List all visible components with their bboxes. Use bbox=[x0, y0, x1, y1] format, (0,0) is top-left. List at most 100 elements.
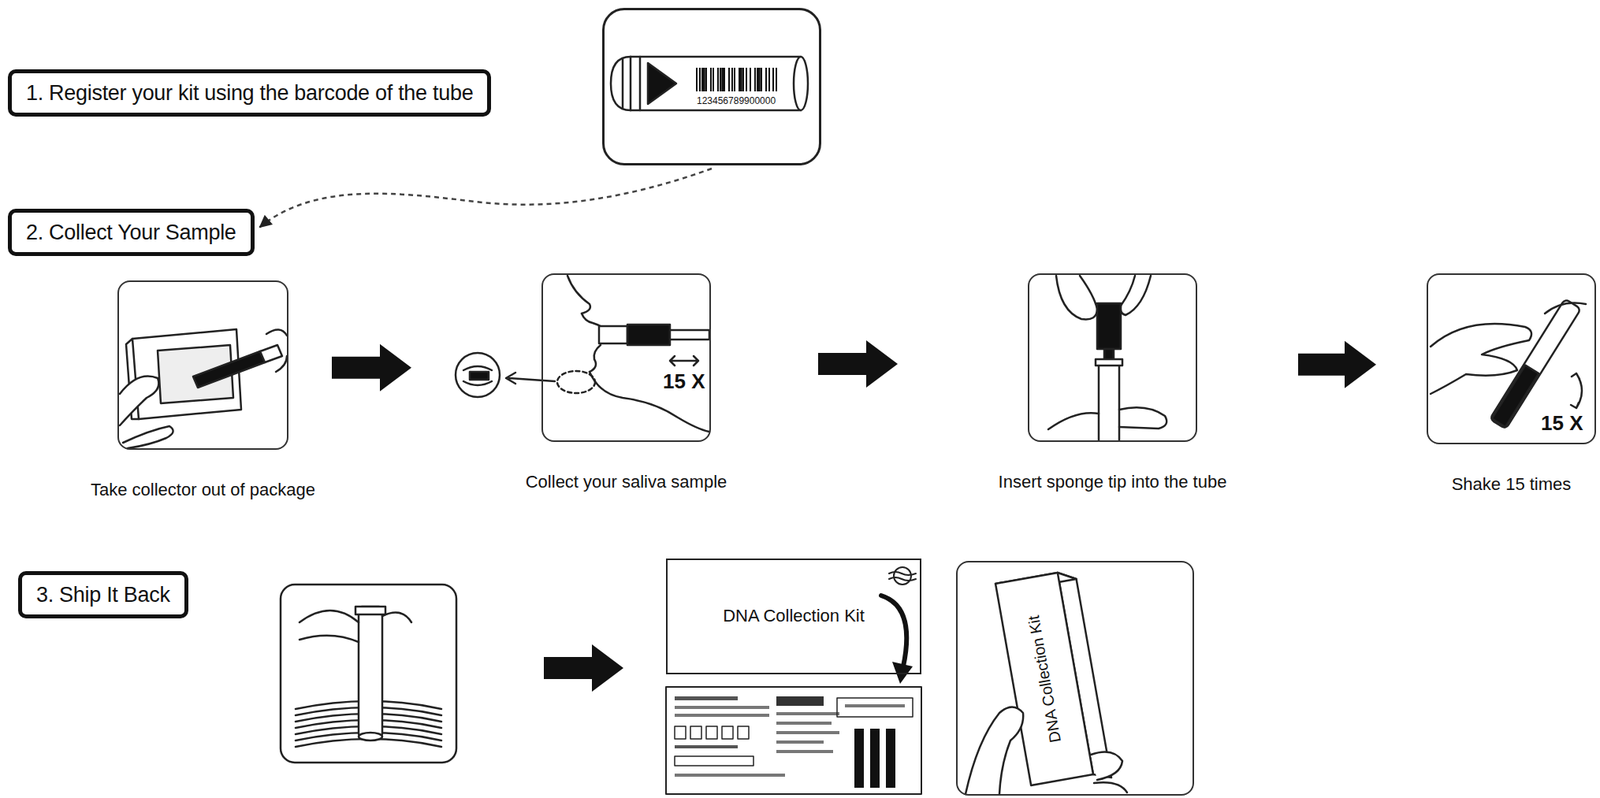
step-heading-text: 1. Register your kit using the barcode o… bbox=[26, 80, 473, 106]
shake-drawing bbox=[1544, 303, 1586, 315]
step-caption: Shake 15 times bbox=[1451, 474, 1572, 495]
envelope-drawing bbox=[776, 750, 834, 754]
shake-drawing bbox=[1430, 323, 1532, 395]
envelope-drawing bbox=[776, 740, 824, 745]
face-drawing bbox=[557, 371, 596, 394]
step-caption: Take collector out of package bbox=[90, 480, 316, 501]
envelope-drawing bbox=[889, 572, 916, 581]
tube-drawing bbox=[647, 63, 677, 105]
insert-drawing bbox=[1056, 275, 1098, 320]
face-drawing bbox=[455, 353, 500, 398]
envelope-label: DNA Collection Kit bbox=[722, 606, 865, 627]
barcode-bars bbox=[696, 67, 777, 92]
tube-drawing bbox=[793, 56, 808, 111]
envelope-drawing bbox=[837, 698, 913, 718]
face-drawing bbox=[455, 275, 710, 432]
shake-drawing bbox=[1430, 298, 1586, 429]
envelope-drawing bbox=[892, 662, 913, 685]
face-drawing bbox=[599, 326, 628, 344]
envelope-drawing bbox=[666, 687, 922, 795]
shake-drawing bbox=[1489, 298, 1582, 429]
envelope-drawing bbox=[844, 704, 905, 708]
face-drawing bbox=[469, 372, 489, 380]
step-panel: 15 XShake 15 times bbox=[1426, 273, 1597, 445]
kit-box-drawing bbox=[995, 573, 1094, 786]
kit-box-drawing bbox=[1090, 751, 1123, 781]
shake-drawing bbox=[1570, 373, 1582, 409]
return-tube-panel bbox=[280, 584, 457, 763]
face-drawing bbox=[567, 275, 591, 314]
block-arrow-shape bbox=[331, 344, 412, 392]
step-heading-text: 3. Ship It Back bbox=[36, 582, 171, 608]
insert-drawing bbox=[1048, 275, 1167, 441]
face-drawing bbox=[669, 330, 710, 340]
barcode-bars bbox=[703, 67, 760, 92]
return-tube-panel bbox=[299, 610, 359, 643]
insert-drawing bbox=[1098, 364, 1120, 441]
shake-drawing bbox=[1489, 298, 1582, 429]
step-panel: Take collector out of package bbox=[117, 280, 289, 451]
envelope-drawing bbox=[674, 773, 786, 778]
package-drawing bbox=[119, 329, 287, 449]
return-tube-panel bbox=[358, 606, 383, 737]
dashed-line bbox=[259, 168, 712, 228]
step-panel: 15 XCollect your saliva sample bbox=[541, 273, 711, 443]
envelope-drawing bbox=[674, 726, 686, 740]
package-drawing bbox=[260, 345, 283, 363]
envelope-drawing bbox=[674, 706, 770, 710]
kit-box-drawing bbox=[965, 707, 1024, 796]
envelope-drawing bbox=[674, 714, 770, 718]
repeat-count: 15 X bbox=[1540, 413, 1584, 434]
step-caption: Collect your saliva sample bbox=[525, 472, 728, 493]
tube-drawing bbox=[622, 56, 640, 111]
barcode-number: 123456789900000 bbox=[696, 96, 776, 108]
face-drawing bbox=[627, 324, 670, 346]
face-drawing bbox=[669, 356, 699, 366]
envelope-drawing bbox=[854, 729, 864, 789]
envelope-drawing bbox=[776, 712, 840, 716]
kit-box-drawing bbox=[1093, 782, 1128, 793]
dashed-arrow bbox=[259, 168, 712, 228]
step-heading-text: 2. Collect Your Sample bbox=[26, 219, 237, 246]
package-drawing bbox=[119, 376, 159, 427]
package-drawing bbox=[122, 426, 174, 449]
face-drawing bbox=[463, 366, 492, 386]
envelope-drawing bbox=[690, 726, 702, 740]
tube-drawing bbox=[610, 56, 808, 111]
face-drawing bbox=[589, 372, 710, 432]
block-arrow bbox=[1298, 341, 1377, 389]
envelope-drawing bbox=[885, 729, 896, 789]
envelope-drawing bbox=[870, 729, 880, 789]
tube-drawing bbox=[610, 56, 631, 111]
kit-box-panel: DNA Collection Kit bbox=[956, 561, 1195, 797]
step-heading: 3. Ship It Back bbox=[18, 571, 189, 619]
insert-drawing bbox=[1097, 303, 1121, 350]
envelope-flap: DNA Collection Kit bbox=[666, 558, 922, 675]
envelope-drawing bbox=[674, 745, 738, 749]
insert-drawing bbox=[1120, 275, 1151, 316]
step-heading: 1. Register your kit using the barcode o… bbox=[7, 69, 492, 117]
insert-drawing bbox=[1048, 413, 1099, 430]
tube-drawing bbox=[630, 56, 801, 111]
repeat-count: 15 X bbox=[662, 371, 706, 392]
envelope-drawing bbox=[881, 595, 907, 667]
arrow-head bbox=[259, 215, 273, 228]
envelope-drawing bbox=[776, 696, 824, 707]
block-arrow bbox=[543, 644, 624, 693]
package-drawing bbox=[266, 329, 287, 336]
envelope-drawing bbox=[776, 721, 832, 726]
envelope-drawing bbox=[706, 726, 718, 740]
return-tube-panel bbox=[358, 733, 383, 741]
barcode-bars bbox=[696, 67, 777, 92]
step-caption: Insert sponge tip into the tube bbox=[998, 472, 1228, 493]
package-drawing bbox=[275, 356, 287, 373]
face-drawing bbox=[581, 313, 601, 327]
block-arrow-shape bbox=[1298, 341, 1377, 389]
return-tube-panel bbox=[382, 613, 412, 624]
return-tube-panel bbox=[355, 606, 386, 615]
face-drawing bbox=[589, 345, 601, 373]
envelope-drawing bbox=[674, 696, 738, 701]
return-tube-panel bbox=[280, 584, 457, 763]
envelope-drawing bbox=[666, 567, 922, 795]
envelope-drawing bbox=[737, 726, 749, 740]
